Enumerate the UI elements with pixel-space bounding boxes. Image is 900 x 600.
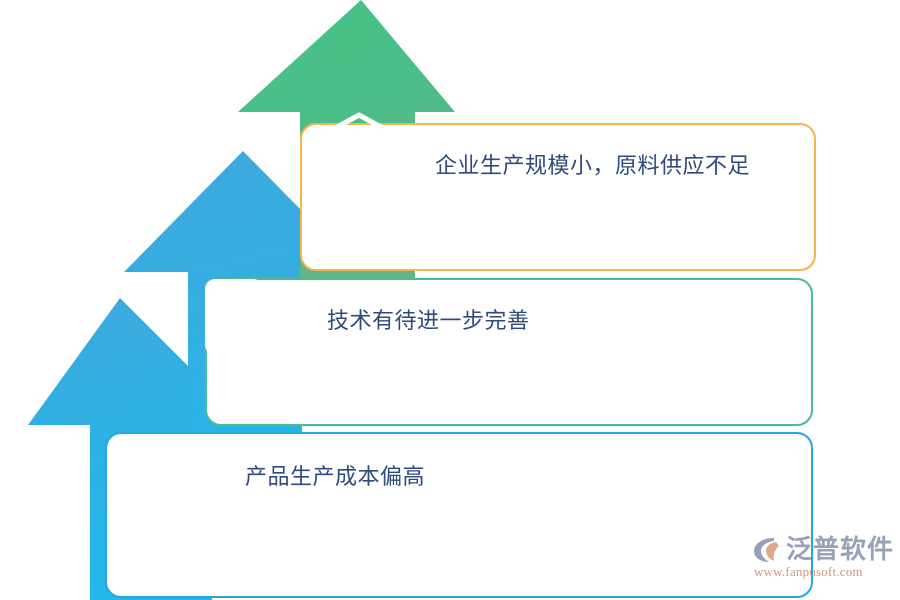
fanpu-circle-logo-icon [754,538,779,562]
callout-text-item-3: 产品生产成本偏高 [245,464,426,489]
watermark-url: www.fanpusoft.com [754,564,863,579]
callout-box-item-3: 产品生产成本偏高 [105,432,813,598]
callout-box-item-2: 技术有待进一步完善 [205,278,813,426]
watermark-brand: 泛普软件 [786,534,895,564]
callout-text-item-2: 技术有待进一步完善 [327,308,530,333]
callout-box-item-1: 企业生产规模小，原料供应不足 [300,123,816,271]
watermark: 泛普软件 www.fanpusoft.com [752,534,894,588]
callout-text-item-1: 企业生产规模小，原料供应不足 [435,153,751,178]
